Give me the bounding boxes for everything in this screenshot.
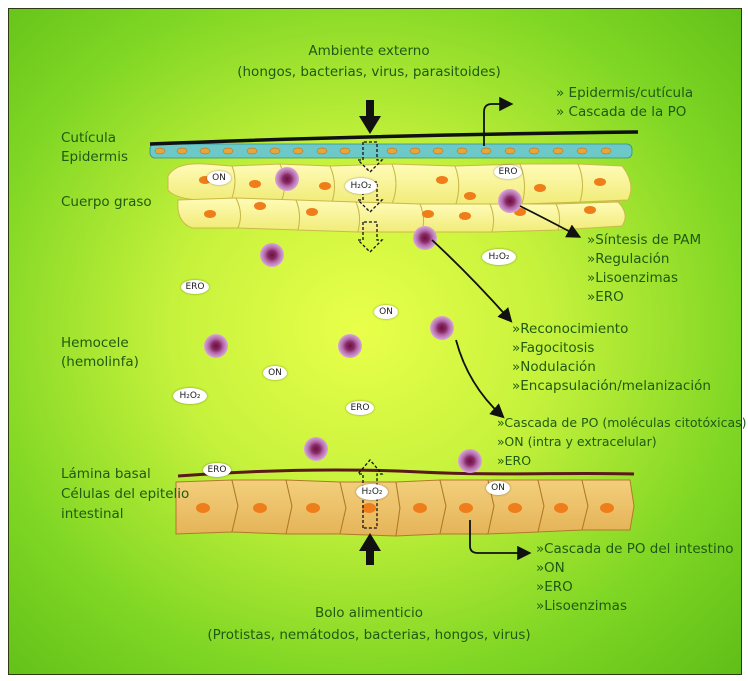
on-tag: ON bbox=[486, 481, 510, 495]
list-item: »Cascada de PO (moléculas citotóxicas) bbox=[497, 413, 747, 432]
basal-lamina-line bbox=[178, 470, 634, 476]
cuticle-line bbox=[150, 132, 638, 144]
top-subtitle: (hongos, bacterias, virus, parasitoides) bbox=[237, 63, 501, 81]
h2o2-tag: H₂O₂ bbox=[173, 388, 207, 404]
list-cuerpo-graso: »Síntesis de PAM »Regulación »Lisoenzima… bbox=[587, 231, 701, 307]
list-item: »Encapsulación/melanización bbox=[512, 377, 711, 396]
list-item: »ERO bbox=[497, 451, 747, 470]
list-item: »Fagocitosis bbox=[512, 339, 711, 358]
list-item: »Regulación bbox=[587, 250, 701, 269]
label-lamina-basal: Lámina basal bbox=[61, 465, 151, 483]
h2o2-tag: H₂O₂ bbox=[356, 484, 388, 500]
fat-body-layer bbox=[168, 164, 631, 232]
label-epidermis: Epidermis bbox=[61, 148, 128, 166]
ero-tag: ERO bbox=[203, 463, 231, 477]
list-item: »Reconocimiento bbox=[512, 320, 711, 339]
list-item: »ERO bbox=[587, 288, 701, 307]
list-humoral: »Cascada de PO (moléculas citotóxicas) »… bbox=[497, 413, 747, 470]
on-tag: ON bbox=[374, 305, 398, 319]
list-intestino: »Cascada de PO del intestino »ON »ERO »L… bbox=[536, 540, 734, 616]
on-tag: ON bbox=[207, 171, 231, 185]
list-item: »ON (intra y extracelular) bbox=[497, 432, 747, 451]
bottom-title: Bolo alimenticio bbox=[315, 604, 423, 622]
ero-tag: ERO bbox=[494, 165, 522, 179]
list-item: »Nodulación bbox=[512, 358, 711, 377]
list-item: »ERO bbox=[536, 578, 734, 597]
entry-arrow-bottom bbox=[359, 533, 381, 565]
label-intestinal: intestinal bbox=[61, 505, 124, 523]
list-item: » Epidermis/cutícula bbox=[556, 84, 693, 103]
list-item: »Cascada de PO del intestino bbox=[536, 540, 734, 559]
ero-tag: ERO bbox=[181, 280, 209, 294]
entry-arrow-top bbox=[359, 100, 381, 134]
label-cuerpo-graso: Cuerpo graso bbox=[61, 193, 152, 211]
label-hemocele: Hemocele bbox=[61, 334, 129, 352]
h2o2-tag: H₂O₂ bbox=[482, 249, 516, 265]
list-hemocitos: »Reconocimiento »Fagocitosis »Nodulación… bbox=[512, 320, 711, 396]
label-cuticula: Cutícula bbox=[61, 129, 116, 147]
list-item: »Síntesis de PAM bbox=[587, 231, 701, 250]
list-epidermis: » Epidermis/cutícula » Cascada de la PO bbox=[556, 84, 693, 122]
ero-tag: ERO bbox=[346, 401, 374, 415]
h2o2-tag: H₂O₂ bbox=[345, 178, 377, 194]
on-tag: ON bbox=[263, 366, 287, 380]
epidermis-layer bbox=[150, 144, 632, 158]
top-title: Ambiente externo bbox=[308, 42, 429, 60]
list-item: »Lisoenzimas bbox=[587, 269, 701, 288]
label-celulas-epitelio: Células del epitelio bbox=[61, 485, 189, 503]
list-item: »ON bbox=[536, 559, 734, 578]
list-item: »Lisoenzimas bbox=[536, 597, 734, 616]
label-hemolinfa: (hemolinfa) bbox=[61, 353, 139, 371]
bottom-subtitle: (Protistas, nemátodos, bacterias, hongos… bbox=[207, 626, 530, 644]
list-item: » Cascada de la PO bbox=[556, 103, 693, 122]
